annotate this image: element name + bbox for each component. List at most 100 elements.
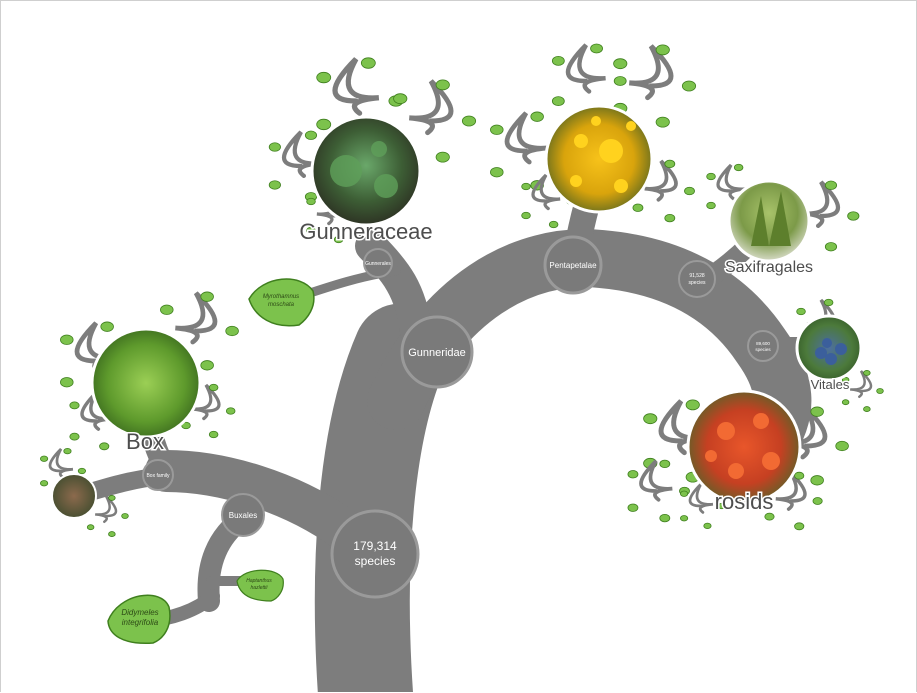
twig-curl <box>802 180 840 228</box>
tree-nodes: 179,314 species Gunneridae Pentapetalae … <box>142 235 779 599</box>
twig-leaf <box>225 407 236 415</box>
box-family-label: Box family <box>146 473 170 479</box>
saxifragales-title[interactable]: Saxifragales <box>723 258 814 278</box>
buxales-label: Buxales <box>229 511 257 520</box>
twig-leaf <box>659 513 671 523</box>
twig-curl <box>504 111 547 165</box>
clade-images <box>51 104 863 519</box>
twig-leaf <box>794 522 805 531</box>
gunneraceae-title[interactable]: Gunneraceae <box>298 218 434 246</box>
twig-leaf <box>77 467 86 475</box>
saxifragales-photo-detail <box>751 191 791 246</box>
twig-leaf <box>812 497 823 505</box>
haptanthus-leaf[interactable] <box>236 569 284 602</box>
twig-leaf <box>703 522 712 530</box>
root-node[interactable] <box>330 509 420 599</box>
twig-leaf <box>764 512 775 521</box>
species-leaves: Myrothamnus moschata Didymeles integrifo… <box>107 278 315 644</box>
twig-leaf <box>863 406 871 412</box>
saxifragales-photo[interactable] <box>727 179 811 263</box>
vitales-title[interactable]: Vitales <box>809 376 851 394</box>
twig-leaf <box>664 159 676 169</box>
twig-curl <box>80 391 112 431</box>
twig-leaf <box>60 334 74 345</box>
twig-curl <box>531 173 561 211</box>
twig-leaf <box>659 459 671 469</box>
twig-leaf <box>60 377 74 388</box>
twig-leaf <box>316 118 332 131</box>
twig-leaf <box>69 401 80 410</box>
twig-leaf <box>208 430 219 439</box>
gunnerales-node[interactable] <box>363 248 393 278</box>
twig-leaf <box>824 180 838 190</box>
root-unit: species <box>355 554 396 568</box>
twig-leaf <box>551 96 565 107</box>
twig-leaf <box>841 399 850 406</box>
twig-curl <box>716 163 746 201</box>
box-title[interactable]: Box <box>125 428 166 456</box>
twig-leaf <box>530 111 544 122</box>
twig-curl <box>639 459 673 502</box>
twig-leaf <box>225 325 239 337</box>
buxales-node[interactable] <box>221 493 265 537</box>
gunneridae-node[interactable] <box>400 315 474 389</box>
twig-curl <box>849 370 873 399</box>
twig-curl <box>282 130 320 178</box>
twig-leaf <box>435 151 450 163</box>
twig-leaf <box>304 130 318 140</box>
twig-leaf <box>181 421 191 430</box>
twig-leaf <box>824 242 838 252</box>
myrothamnus-leaf[interactable] <box>248 278 315 327</box>
twig-leaf <box>706 172 716 181</box>
twig-curl <box>191 383 221 421</box>
twig-leaf <box>108 531 116 537</box>
didymeles-leaf[interactable] <box>107 594 171 644</box>
twig-leaf <box>876 388 884 394</box>
twig-leaf <box>684 186 695 196</box>
twig-leaf <box>655 44 670 56</box>
twig-leaf <box>86 524 95 531</box>
twig-leaf <box>655 116 670 128</box>
twig-leaf <box>435 79 450 91</box>
rosids-title[interactable]: rosids <box>713 488 775 516</box>
twig-leaf <box>521 182 531 191</box>
twig-leaf <box>200 360 214 371</box>
twig-leaf <box>268 180 281 190</box>
twig-leaf <box>160 304 174 315</box>
saxifragales-node[interactable] <box>678 260 716 298</box>
twig-leaf <box>108 495 116 501</box>
twig-leaf <box>810 475 824 486</box>
twig-leaf <box>680 490 689 497</box>
twig-curl <box>94 495 118 524</box>
twig-leaf <box>393 93 408 105</box>
twig-leaf <box>627 503 639 512</box>
twig-leaf <box>100 321 114 332</box>
twig-leaf <box>306 226 316 235</box>
twig-leaf <box>823 298 834 307</box>
twig-leaf <box>613 76 627 86</box>
didymeles-label-line2: integrifolia <box>122 618 159 627</box>
box-family-node[interactable] <box>142 459 174 491</box>
vitales-node[interactable] <box>747 330 779 362</box>
twig-leaf <box>360 57 376 69</box>
box-main-branch <box>145 450 367 552</box>
gunneraceae-photo-detail <box>330 141 398 198</box>
box-photo[interactable] <box>90 327 202 439</box>
rosids-photo-detail <box>705 413 780 479</box>
gunneraceae-photo[interactable] <box>310 115 422 227</box>
gunnerales-label: Gunnerales <box>365 261 391 267</box>
twig-curl <box>658 399 704 456</box>
small-clade-photo[interactable] <box>51 473 97 519</box>
twig-leaf <box>461 115 477 127</box>
twig-curl <box>785 406 828 460</box>
saxifragales-unit: species <box>689 280 706 286</box>
twig-curl <box>688 483 714 514</box>
vitales-count: 89,600 <box>756 341 770 346</box>
rosids-photo[interactable] <box>686 389 802 505</box>
didymeles-label-line1: Didymeles <box>121 608 158 617</box>
vitales-photo[interactable] <box>795 314 863 382</box>
pentapetalae-node[interactable] <box>543 235 603 295</box>
twig-leaf <box>490 167 504 178</box>
